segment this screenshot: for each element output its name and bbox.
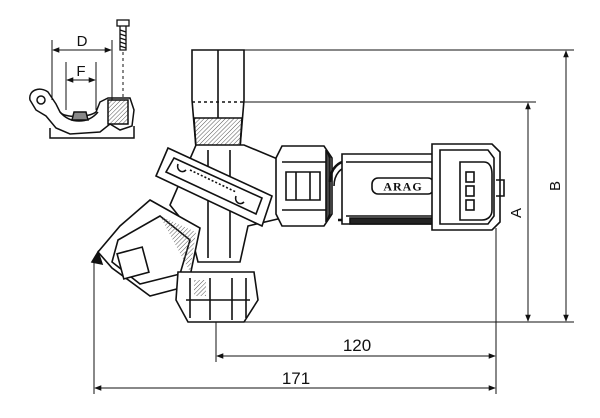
nozzle-cap (90, 199, 201, 297)
mounting-post (191, 49, 245, 149)
dimension-label-f: F (76, 63, 85, 80)
dimension-label-b: B (547, 181, 564, 191)
clamp-dimensions (51, 40, 113, 110)
valve-assembly (90, 49, 505, 323)
clamp-body (29, 88, 135, 139)
swivel-base (175, 271, 259, 323)
overall-dimensions (93, 49, 574, 394)
dimension-label-171: 171 (282, 369, 310, 388)
dimension-label-120: 120 (343, 336, 371, 355)
coupling-nut (275, 145, 333, 227)
electrical-connector (431, 143, 505, 231)
brand-logo-text: ARAG (383, 180, 422, 194)
dimension-label-d: D (77, 33, 88, 50)
clamp-plate (154, 146, 273, 228)
dimension-label-a: A (508, 208, 525, 218)
clamp-detail: D F (29, 19, 135, 139)
